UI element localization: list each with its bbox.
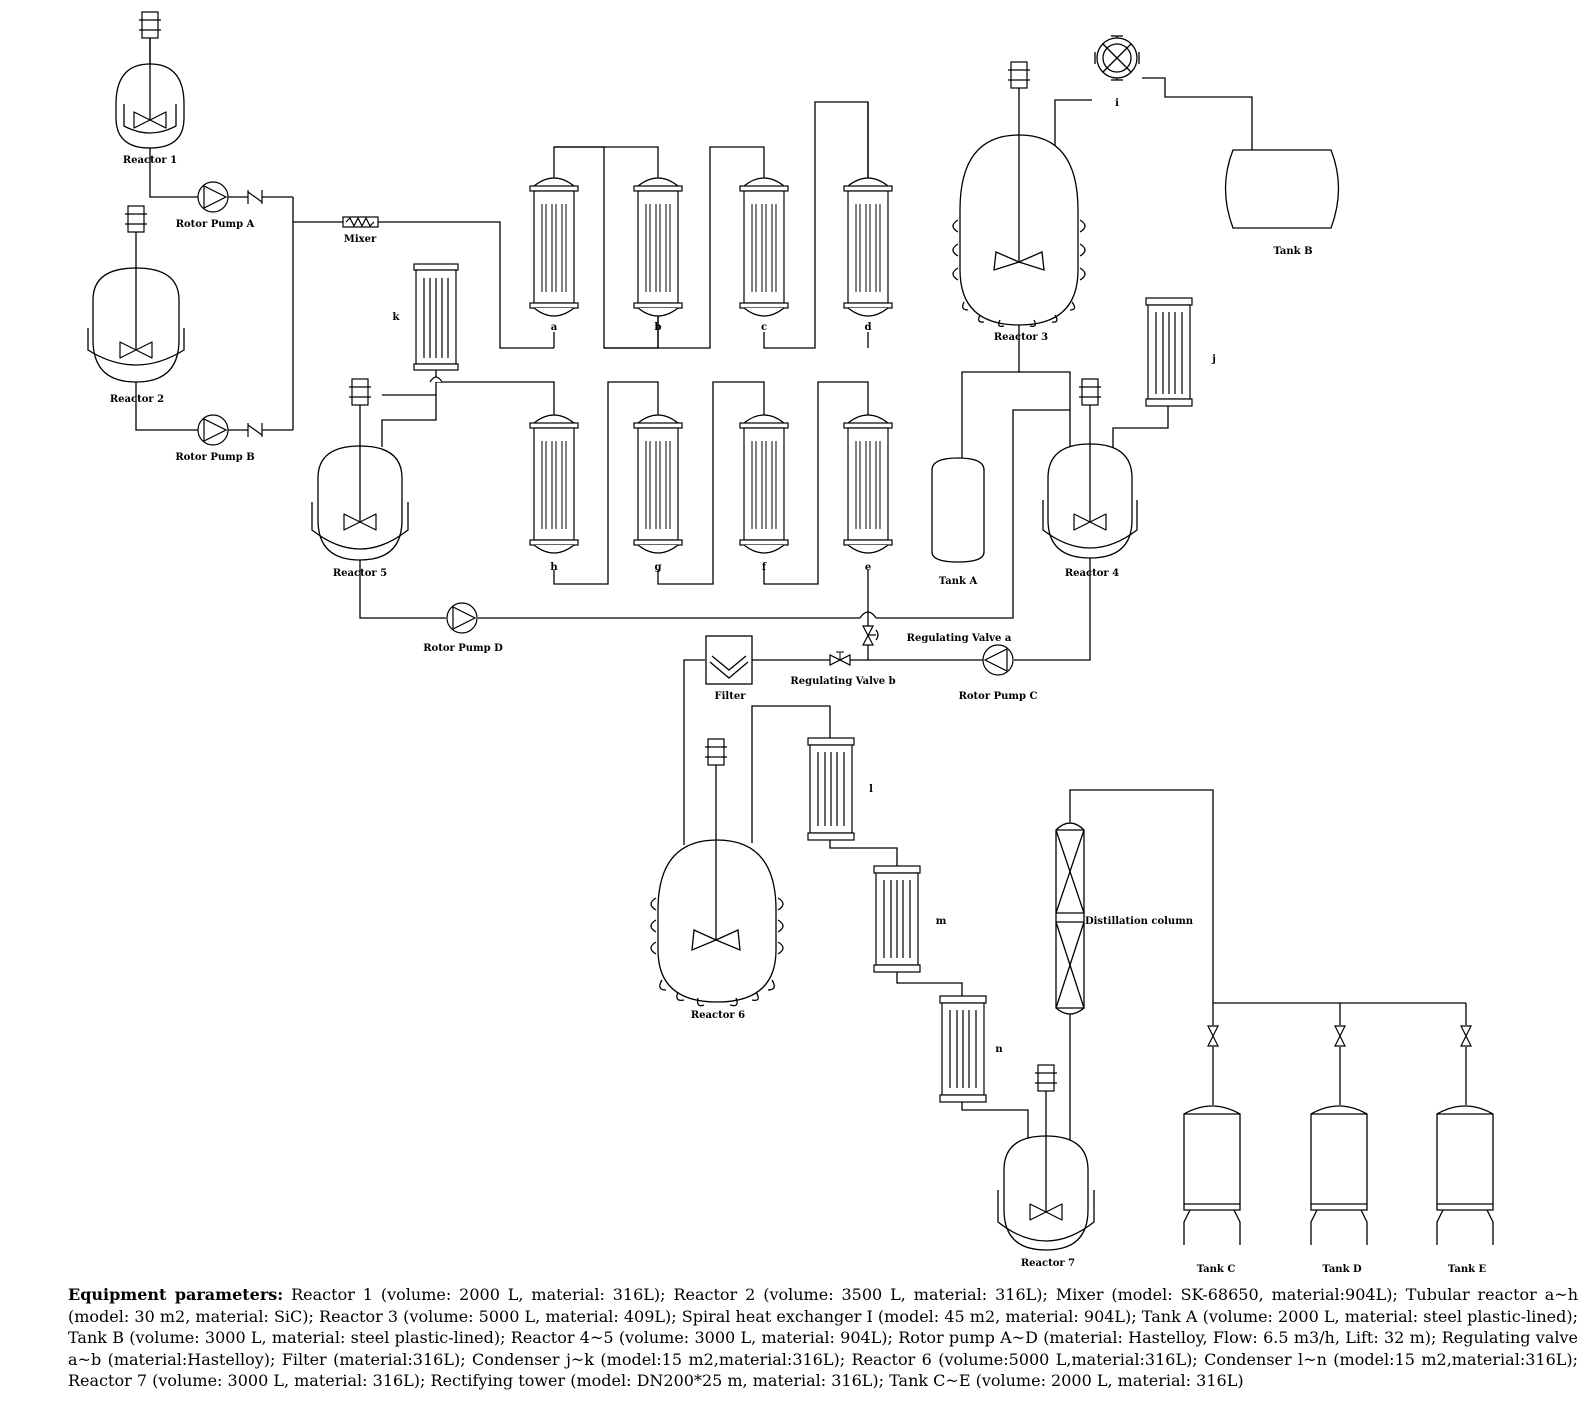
tank-e-valve — [1460, 1025, 1472, 1047]
rotor-pump-d — [446, 602, 478, 634]
tank-c — [1183, 1105, 1241, 1245]
tank-d — [1310, 1105, 1368, 1245]
rotor-pump-c-label: Rotor Pump C — [959, 691, 1038, 702]
piping — [135, 77, 1467, 1142]
caption-heading: Equipment parameters: — [68, 1285, 284, 1304]
tube-a-label: a — [551, 322, 558, 333]
condenser-m-label: m — [936, 916, 947, 927]
tubular-reactor-g — [633, 414, 683, 554]
mixer-label: Mixer — [344, 234, 377, 245]
tank-a — [931, 457, 985, 563]
tank-c-label: Tank C — [1197, 1264, 1236, 1275]
tube-g-label: g — [655, 562, 662, 573]
regulating-valve-b — [829, 651, 851, 666]
reactor-3-label: Reactor 3 — [994, 332, 1048, 343]
reactor-4 — [1042, 378, 1138, 559]
condenser-n-label: n — [995, 1044, 1003, 1055]
condenser-j-label: j — [1211, 354, 1216, 365]
check-valve-a — [247, 189, 263, 205]
tank-e — [1436, 1105, 1494, 1245]
reactor-1 — [115, 11, 185, 149]
condenser-k-label: k — [393, 312, 401, 323]
distillation-column — [1055, 822, 1085, 1015]
rotor-pump-a — [197, 181, 229, 213]
tubular-reactor-d — [843, 177, 893, 317]
process-flow-diagram: Reactor 1 Reactor 2 Rotor Pump A Rotor P… — [87, 11, 1494, 1275]
rotor-pump-b-label: Rotor Pump B — [175, 452, 254, 463]
reactor-6 — [650, 738, 784, 1007]
tubular-reactor-a — [529, 177, 579, 317]
condenser-j — [1145, 297, 1193, 407]
reactor-4-label: Reactor 4 — [1065, 568, 1119, 579]
regulating-valve-a — [862, 625, 879, 646]
reactor-7-label: Reactor 7 — [1021, 1258, 1075, 1269]
spiral-heat-exchanger-i — [1094, 35, 1140, 81]
regulating-valve-b-label: Regulating Valve b — [790, 676, 895, 687]
mixer — [342, 216, 379, 228]
reactor-5-label: Reactor 5 — [333, 568, 387, 579]
tank-d-valve — [1334, 1025, 1346, 1047]
reactor-5 — [311, 378, 409, 561]
rotor-pump-a-label: Rotor Pump A — [176, 219, 255, 230]
condenser-k — [413, 263, 459, 383]
rotor-pump-d-label: Rotor Pump D — [423, 643, 503, 654]
distillation-column-label: Distillation column — [1085, 916, 1194, 927]
regulating-valve-a-label: Regulating Valve a — [907, 633, 1012, 644]
reactor-2 — [87, 205, 185, 383]
rotor-pump-c — [982, 644, 1014, 676]
reactor-1-label: Reactor 1 — [123, 155, 177, 166]
rotor-pump-b — [197, 414, 229, 446]
condenser-l — [807, 737, 855, 841]
condenser-n — [939, 995, 987, 1103]
filter — [705, 635, 753, 685]
equipment-parameters-caption: Equipment parameters: Reactor 1 (volume:… — [68, 1284, 1578, 1392]
tubular-reactor-e — [843, 414, 893, 554]
reactor-2-label: Reactor 2 — [110, 394, 164, 405]
reactor-3 — [952, 61, 1086, 328]
tube-h-label: h — [550, 562, 558, 573]
caption-body: Reactor 1 (volume: 2000 L, material: 316… — [68, 1285, 1579, 1390]
condenser-l-label: l — [869, 784, 873, 795]
tube-c-label: c — [761, 322, 767, 333]
tubular-reactor-f — [739, 414, 789, 554]
check-valve-b — [247, 422, 263, 438]
tank-a-label: Tank A — [939, 576, 978, 587]
tube-d-label: d — [865, 322, 872, 333]
reactor-7 — [997, 1064, 1095, 1251]
tubular-reactor-h — [529, 414, 579, 554]
condenser-m — [873, 865, 921, 973]
tank-d-label: Tank D — [1322, 1264, 1362, 1275]
tube-b-label: b — [655, 322, 662, 333]
hx-i-label: i — [1115, 98, 1119, 109]
filter-label: Filter — [715, 691, 747, 702]
tank-b — [1224, 149, 1340, 229]
tubular-reactor-c — [739, 177, 789, 317]
tube-f-label: f — [762, 562, 767, 573]
tank-c-valve — [1207, 1025, 1219, 1047]
tank-b-label: Tank B — [1273, 246, 1312, 257]
pipe-crossover — [859, 611, 877, 619]
reactor-6-label: Reactor 6 — [691, 1010, 745, 1021]
tubular-reactor-b — [633, 177, 683, 317]
tank-e-label: Tank E — [1448, 1264, 1487, 1275]
tube-e-label: e — [865, 562, 871, 573]
